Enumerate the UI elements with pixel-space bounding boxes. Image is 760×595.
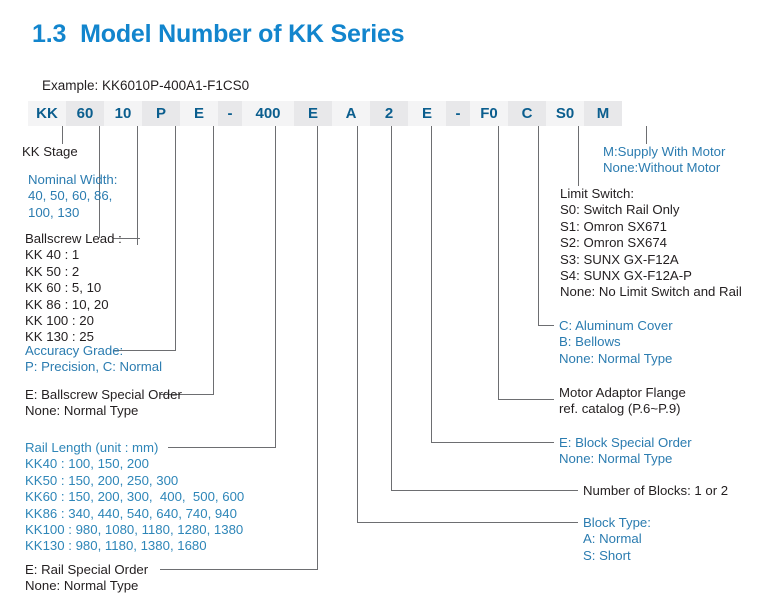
code-segment-14: S0 xyxy=(546,101,584,126)
elbow-number-of-blocks xyxy=(391,490,578,491)
callout-nominal-width: Nominal Width: 40, 50, 60, 86, 100, 130 xyxy=(28,172,118,220)
code-segment-11: - xyxy=(446,101,470,126)
tick-e-rail xyxy=(317,126,318,569)
code-segment-15: M xyxy=(584,101,622,126)
elbow-rail-special xyxy=(160,569,318,570)
callout-limit-switch: Limit Switch: S0: Switch Rail Only S1: O… xyxy=(560,186,742,300)
tick-f0 xyxy=(498,126,499,399)
code-segment-7: E xyxy=(294,101,332,126)
tick-60 xyxy=(99,126,100,238)
elbow-cover xyxy=(538,325,554,326)
tick-a xyxy=(357,126,358,522)
code-segment-3: P xyxy=(142,101,180,126)
callout-motor-adaptor-flange: Motor Adaptor Flange ref. catalog (P.6~P… xyxy=(559,385,686,417)
elbow-block-type xyxy=(357,522,578,523)
elbow-ballscrew-special xyxy=(160,394,214,395)
elbow-ballscrew-lead xyxy=(113,238,140,239)
code-segment-12: F0 xyxy=(470,101,508,126)
callout-ballscrew-special-order: E: Ballscrew Special Order None: Normal … xyxy=(25,387,182,419)
tick-c xyxy=(538,126,539,325)
callout-block-special-order: E: Block Special Order None: Normal Type xyxy=(559,435,692,467)
tick-m xyxy=(646,126,647,144)
title-number: 1.3 xyxy=(32,20,67,48)
callout-accuracy-grade: Accuracy Grade: P: Precision, C: Normal xyxy=(25,343,163,375)
code-segment-10: E xyxy=(408,101,446,126)
callout-rail-length: Rail Length (unit : mm) KK40 : 100, 150,… xyxy=(25,440,245,554)
elbow-accuracy-grade xyxy=(113,350,176,351)
code-segment-8: A xyxy=(332,101,370,126)
elbow-motor-flange xyxy=(498,399,554,400)
elbow-rail-length xyxy=(168,447,276,448)
example-label: Example: KK6010P-400A1-F1CS0 xyxy=(42,78,250,93)
code-segment-5: - xyxy=(218,101,242,126)
code-segment-6: 400 xyxy=(242,101,294,126)
callout-block-type: Block Type: A: Normal S: Short xyxy=(583,515,651,563)
callout-rail-special-order: E: Rail Special Order None: Normal Type xyxy=(25,562,149,594)
code-segment-2: 10 xyxy=(104,101,142,126)
code-segment-0: KK xyxy=(28,101,66,126)
code-segment-13: C xyxy=(508,101,546,126)
code-segment-9: 2 xyxy=(370,101,408,126)
callout-kk-stage: KK Stage xyxy=(22,144,78,159)
tick-s0 xyxy=(578,126,579,186)
tick-kk xyxy=(62,126,63,144)
tick-e-block xyxy=(431,126,432,442)
tick-10 xyxy=(137,126,138,245)
callout-cover: C: Aluminum Cover B: Bellows None: Norma… xyxy=(559,318,673,366)
tick-400 xyxy=(275,126,276,447)
tick-2 xyxy=(391,126,392,490)
page-title: 1.3 Model Number of KK Series xyxy=(32,20,405,49)
callout-ballscrew-lead: Ballscrew Lead : KK 40 : 1 KK 50 : 2 KK … xyxy=(25,231,122,345)
callout-number-of-blocks: Number of Blocks: 1 or 2 xyxy=(583,483,729,498)
code-segment-4: E xyxy=(180,101,218,126)
code-segment-1: 60 xyxy=(66,101,104,126)
tick-e-ball xyxy=(213,126,214,394)
title-text: Model Number of KK Series xyxy=(80,20,405,48)
callout-motor-supply: M:Supply With Motor None:Without Motor xyxy=(603,144,726,176)
elbow-block-special xyxy=(431,442,554,443)
tick-p xyxy=(175,126,176,350)
